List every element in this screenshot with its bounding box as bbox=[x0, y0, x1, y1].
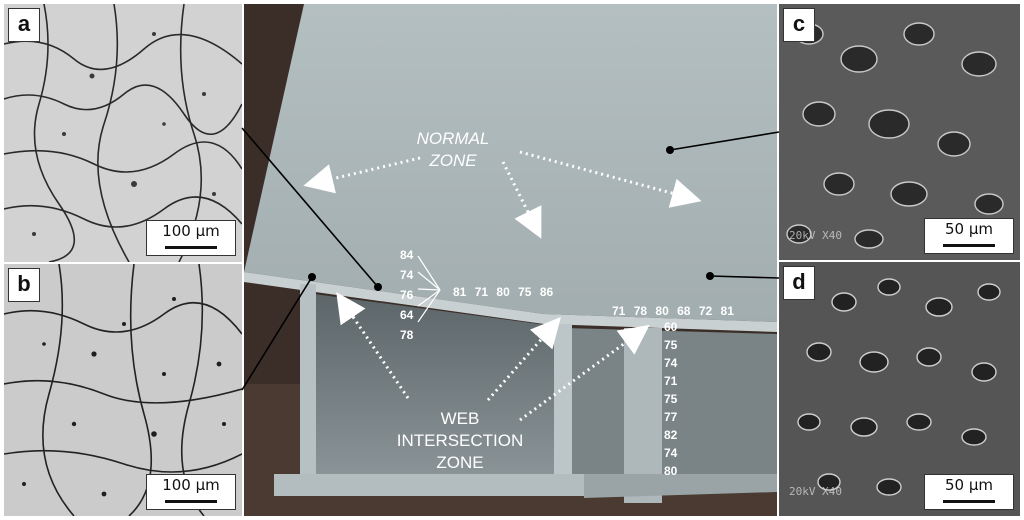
hardness-value: 78 bbox=[400, 328, 414, 342]
scale-line-c bbox=[943, 244, 995, 247]
scale-label-a: 100 μm bbox=[162, 222, 220, 240]
hardness-value: 75 bbox=[518, 285, 532, 299]
hardness-value: 77 bbox=[664, 410, 678, 424]
sem-panel-d: d 20kV X40 50 μm bbox=[779, 262, 1020, 516]
scale-bar-c: 50 μm bbox=[924, 218, 1014, 254]
scale-bar-a: 100 μm bbox=[146, 220, 236, 256]
hardness-value: 74 bbox=[664, 356, 678, 370]
hardness-value: 71 bbox=[664, 374, 678, 388]
scale-bar-d: 50 μm bbox=[924, 474, 1014, 510]
micrograph-panel-b: b 100 μm bbox=[4, 264, 242, 516]
scale-label-c: 50 μm bbox=[944, 220, 993, 238]
normal-zone-line-1: NORMAL bbox=[416, 129, 490, 148]
hardness-value: 71 bbox=[612, 304, 626, 318]
web-zone-line-2: INTERSECTION bbox=[396, 431, 524, 450]
hardness-value: 81 bbox=[720, 304, 734, 318]
hardness-value: 74 bbox=[664, 446, 678, 460]
scale-line-a bbox=[165, 246, 217, 249]
hardness-value: 84 bbox=[400, 248, 414, 262]
hardness-web-column: 60 75 74 71 75 77 82 74 80 bbox=[664, 320, 677, 482]
hardness-top-row-2: 71 78 80 68 72 81 bbox=[612, 304, 739, 318]
panel-label-b: b bbox=[8, 268, 40, 302]
sem-info-d: 20kV X40 bbox=[789, 485, 842, 498]
grain-structure-a bbox=[4, 4, 242, 262]
hardness-value: 80 bbox=[496, 285, 510, 299]
scale-line-d bbox=[943, 500, 995, 503]
grain-structure-b bbox=[4, 264, 242, 516]
hardness-left-stack: 84 74 76 64 78 bbox=[400, 248, 413, 348]
hardness-value: 60 bbox=[664, 320, 678, 334]
hardness-value: 75 bbox=[664, 392, 678, 406]
hardness-value: 76 bbox=[400, 288, 414, 302]
hardness-value: 82 bbox=[664, 428, 678, 442]
sem-info-c: 20kV X40 bbox=[789, 229, 842, 242]
hardness-value: 81 bbox=[453, 285, 467, 299]
panel-label-d: d bbox=[783, 266, 815, 300]
scale-label-d: 50 μm bbox=[944, 476, 993, 494]
web-zone-line-3: ZONE bbox=[436, 453, 484, 472]
hardness-value: 78 bbox=[633, 304, 648, 318]
hardness-value: 72 bbox=[698, 304, 713, 318]
panel-label-a: a bbox=[8, 8, 40, 42]
hardness-value: 71 bbox=[474, 285, 489, 299]
scale-bar-b: 100 μm bbox=[146, 474, 236, 510]
hardness-value: 86 bbox=[539, 285, 554, 299]
scale-label-b: 100 μm bbox=[162, 476, 220, 494]
hardness-value: 75 bbox=[664, 338, 678, 352]
hardness-value: 80 bbox=[655, 304, 669, 318]
sem-panel-c: c 20kV X40 50 μm bbox=[779, 4, 1020, 260]
hardness-value: 74 bbox=[400, 268, 414, 282]
hardness-top-row-1: 81 71 80 75 86 bbox=[453, 285, 558, 299]
micrograph-panel-a: a 100 μm bbox=[4, 4, 242, 262]
web-intersection-zone-label: WEB INTERSECTION ZONE bbox=[380, 408, 540, 474]
normal-zone-line-2: ZONE bbox=[429, 151, 477, 170]
dimple-fracture-d bbox=[779, 262, 1020, 516]
panel-label-c: c bbox=[783, 8, 815, 42]
scale-line-b bbox=[165, 500, 217, 503]
web-zone-line-1: WEB bbox=[440, 409, 480, 428]
hardness-value: 64 bbox=[400, 308, 414, 322]
hardness-value: 68 bbox=[677, 304, 691, 318]
dimple-fracture-c bbox=[779, 4, 1020, 260]
normal-zone-label: NORMAL ZONE bbox=[398, 128, 508, 172]
hardness-value: 80 bbox=[664, 464, 678, 478]
